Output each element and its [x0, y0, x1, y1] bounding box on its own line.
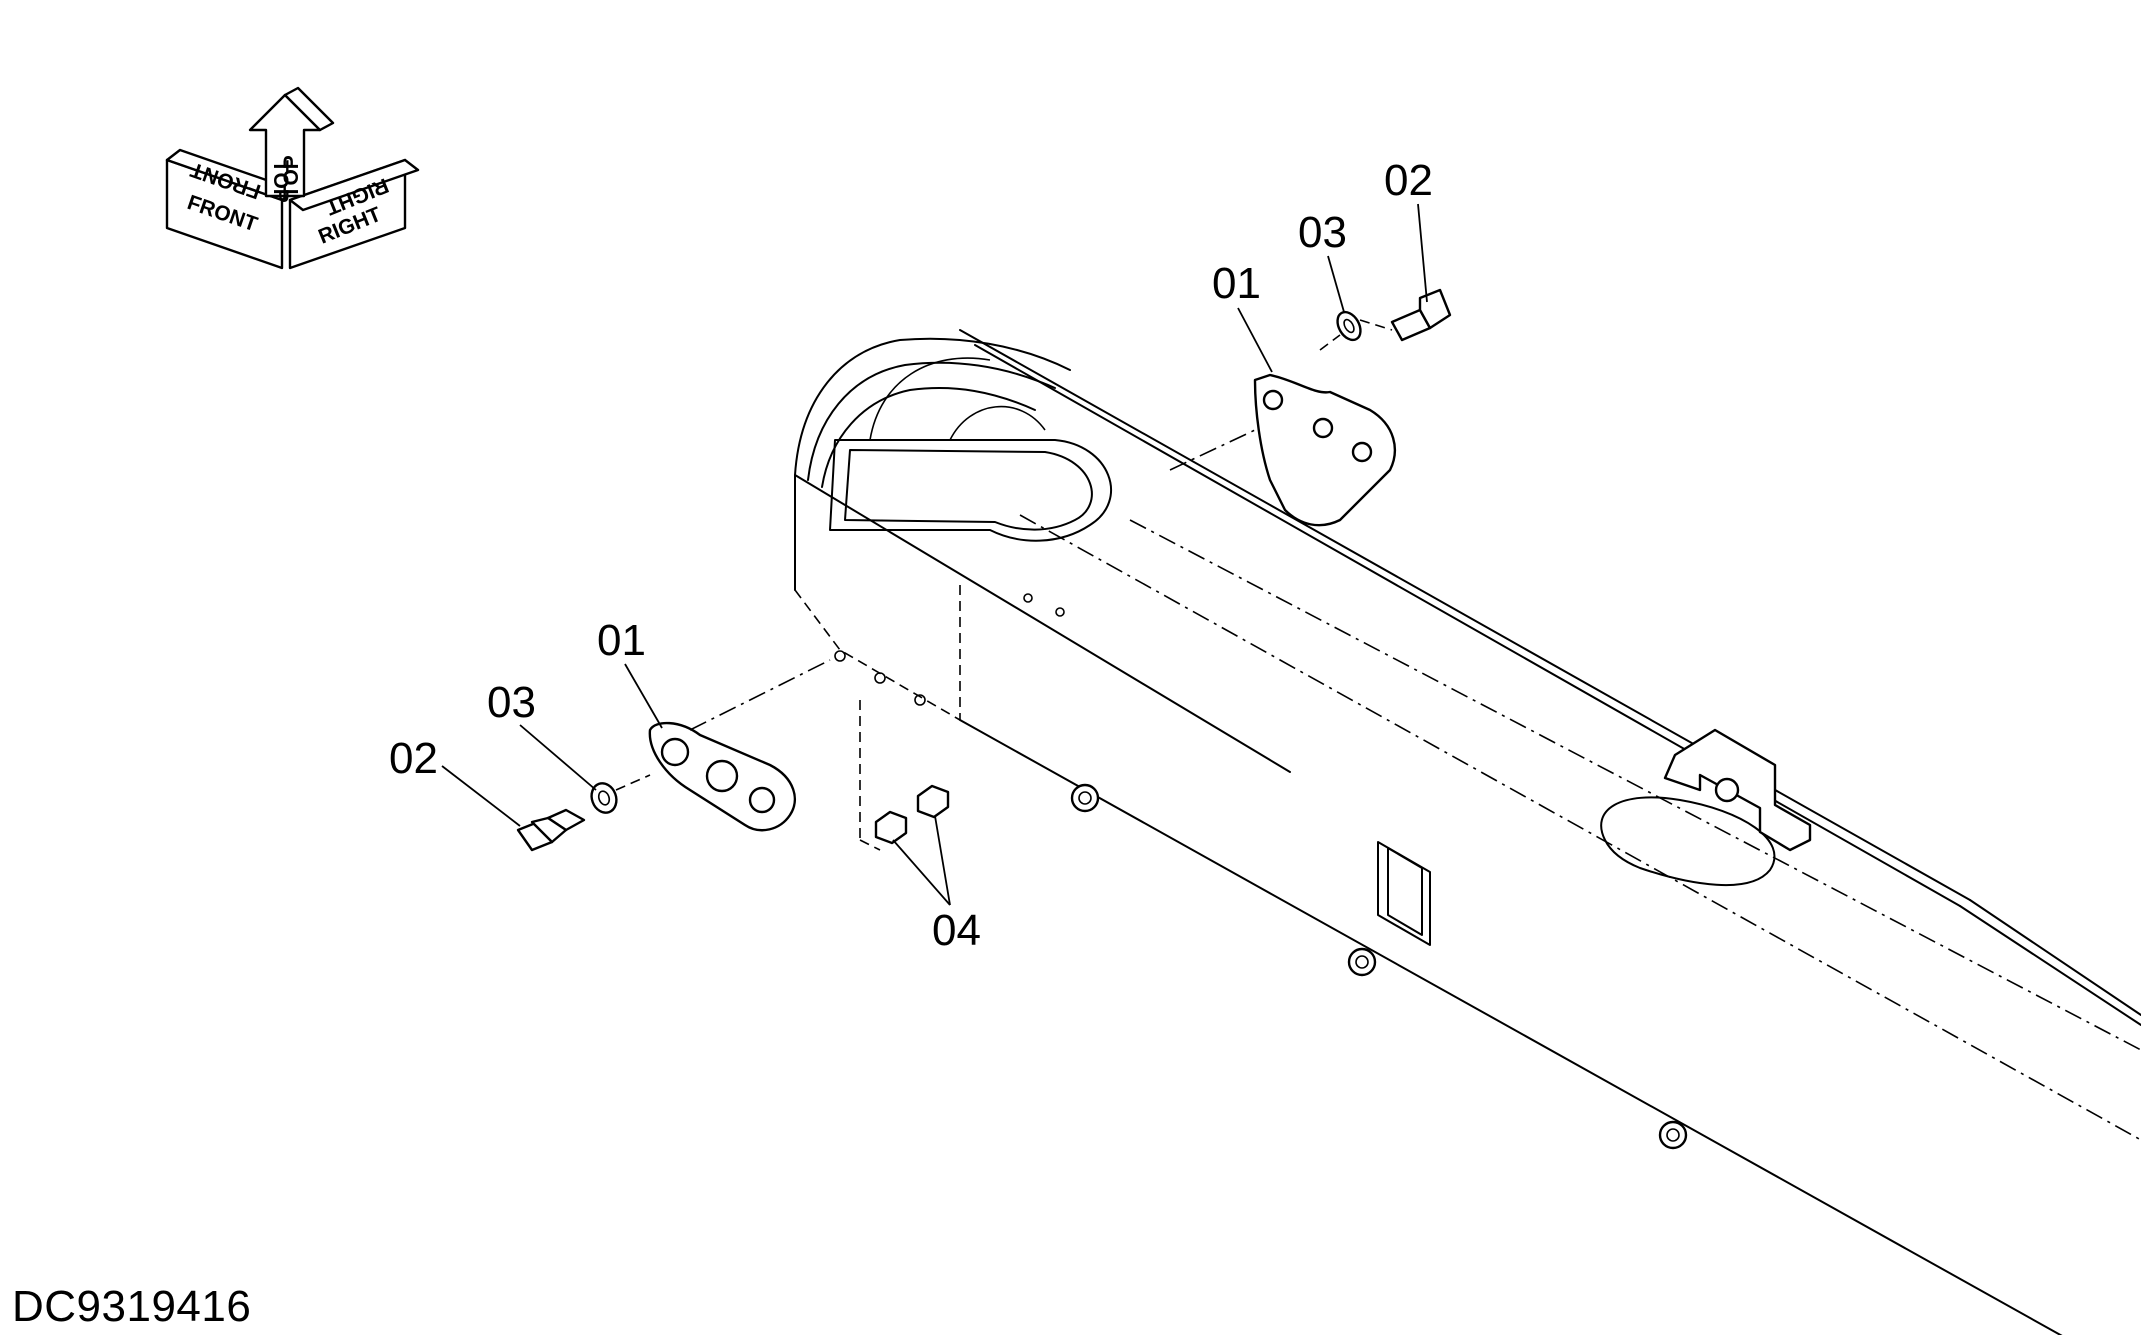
callout-lower-01: 01	[597, 616, 663, 729]
lower-part-group	[516, 659, 950, 852]
upper-guard-plate	[1253, 373, 1397, 527]
callout-lower-03: 03	[487, 678, 597, 791]
callout-lower-03-label: 03	[487, 678, 536, 727]
callout-upper-03: 03	[1298, 208, 1347, 313]
orientation-top-label: TOP	[269, 160, 292, 203]
lower-bolt	[516, 808, 586, 852]
callout-upper-01-label: 01	[1212, 259, 1261, 308]
callout-upper-02-label: 02	[1384, 156, 1433, 205]
callout-upper-01: 01	[1212, 259, 1273, 373]
callout-lower-02-label: 02	[389, 734, 438, 783]
callout-lower-02: 02	[389, 734, 521, 827]
upper-part-group	[1169, 288, 1452, 527]
upper-washer	[1336, 310, 1362, 342]
lower-guard-plate	[648, 721, 797, 832]
upper-bolt	[1390, 288, 1452, 342]
callout-lower-01-label: 01	[597, 616, 646, 665]
callout-upper-03-label: 03	[1298, 208, 1347, 257]
drawing-code: DC9319416	[12, 1282, 252, 1331]
orientation-indicator: FRONT FRONT RIGHT RIGHT TOP TOP	[165, 86, 420, 270]
main-frame	[794, 329, 2141, 1335]
orientation-top-label-mirror: TOP	[280, 155, 303, 198]
lower-washer	[590, 782, 618, 814]
lower-nuts	[874, 784, 950, 845]
callout-lower-04: 04	[892, 815, 981, 955]
callout-lower-04-label: 04	[932, 906, 981, 955]
callout-upper-02: 02	[1384, 156, 1433, 303]
